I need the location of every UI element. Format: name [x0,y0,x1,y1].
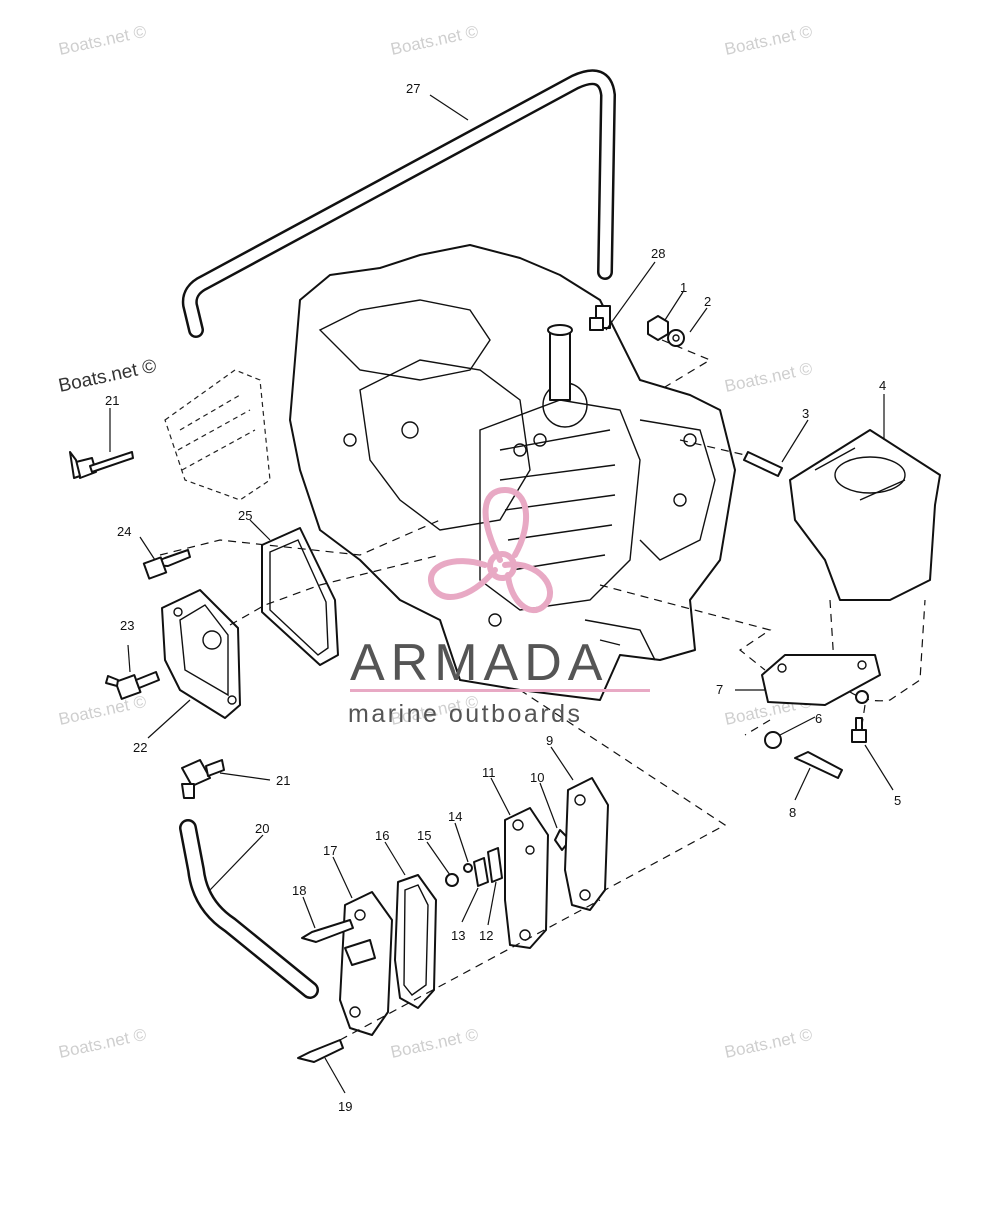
watermark: Boats.net © [723,359,815,396]
callouts: 27 28 1 2 3 4 21 24 25 23 22 21 7 6 5 8 … [105,81,901,1114]
part-25-gasket [261,527,339,666]
callout-12: 12 [479,928,493,943]
alignment-lines [159,339,866,1041]
callout-5: 5 [894,793,901,808]
callout-21-top: 21 [105,393,119,408]
callout-17: 17 [323,843,337,858]
brand-name: ARMADA [350,634,608,692]
part-2-washer [667,329,685,347]
callout-15: 15 [417,828,431,843]
watermark: Boats.net © [57,1025,149,1062]
callout-2: 2 [704,294,711,309]
callout-8: 8 [789,805,796,820]
part-21-elbow-lower [181,759,225,799]
callout-18: 18 [292,883,306,898]
part-4-mount [789,429,941,702]
propeller-icon [428,486,553,614]
part-13-reed-stop [473,857,489,887]
watermark: Boats.net © [723,22,815,59]
callout-19: 19 [338,1099,352,1114]
part-22-cover [161,589,241,719]
watermark: Boats.net © [389,1025,481,1062]
part-14-washer [463,863,473,873]
callout-6: 6 [815,711,822,726]
part-28-fitting [589,305,611,331]
callout-3: 3 [802,406,809,421]
leader-lines [109,94,894,1094]
watermark: Boats.net © [723,1025,815,1062]
part-21-fitting-top [69,451,134,479]
cylinder-block [289,244,736,701]
part-19-screw [297,1039,344,1063]
part-7-bracket [761,654,881,706]
part-15-screw [445,873,459,887]
callout-14: 14 [448,809,462,824]
callout-28: 28 [651,246,665,261]
part-11-reed-plate [504,807,549,949]
brand-tagline: marine outboards [348,700,583,728]
callout-7: 7 [716,682,723,697]
callout-16: 16 [375,828,389,843]
part-17-plate [339,891,393,1036]
callout-25: 25 [238,508,252,523]
callout-9: 9 [546,733,553,748]
part-16-gasket [394,874,437,1009]
part-23-fitting [105,671,160,700]
watermark: Boats.net © [57,22,149,59]
part-5-screw [851,717,867,743]
callout-23: 23 [120,618,134,633]
watermark: Boats.net © [57,356,159,397]
callout-20: 20 [255,821,269,836]
callout-13: 13 [451,928,465,943]
part-12-reed [487,847,503,883]
callout-21-lower: 21 [276,773,290,788]
part-6-nut [855,690,869,704]
part-9-gasket [564,777,609,911]
callout-11: 11 [482,765,496,780]
watermark: Boats.net © [57,692,149,729]
part-18-screw [301,919,354,943]
armada-logo: ARMADA marine outboards [348,486,650,728]
callout-24: 24 [117,524,131,539]
callout-1: 1 [680,280,687,295]
reed-block-outline [164,369,271,501]
callout-4: 4 [879,378,886,393]
callout-22: 22 [133,740,147,755]
part-3-stud [743,451,783,477]
callout-10: 10 [530,770,544,785]
watermark: Boats.net © [389,22,481,59]
callout-27: 27 [406,81,420,96]
part-6-washer [764,731,782,749]
brand-underline [350,689,650,692]
part-8-bolt [794,751,843,779]
